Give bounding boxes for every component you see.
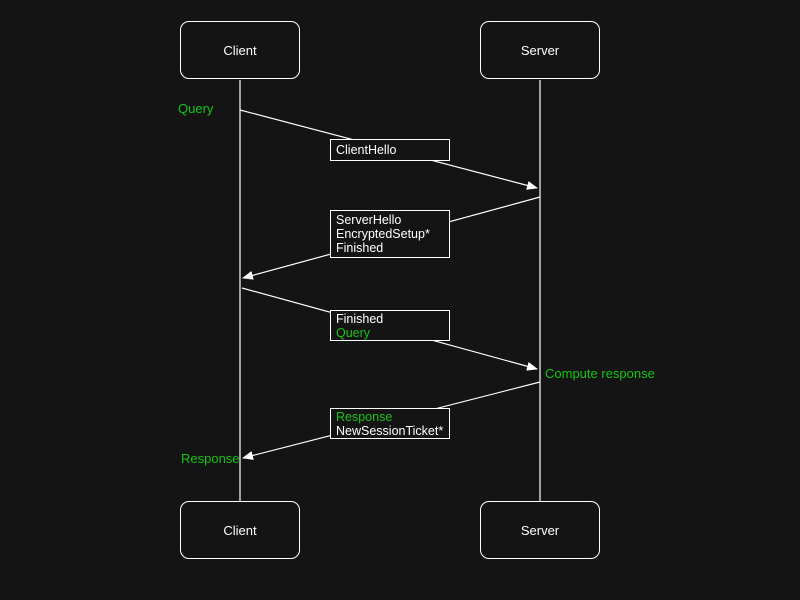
message-box-finished-query: Finished Query <box>330 310 450 341</box>
message-text: ServerHello <box>336 213 402 227</box>
message-box-clienthello: ClientHello <box>330 139 450 161</box>
actor-client-bottom: Client <box>180 501 300 559</box>
actor-server-bottom-label: Server <box>520 522 560 538</box>
actor-server-top: Server <box>480 21 600 79</box>
annotation-compute-response: Compute response <box>545 366 655 381</box>
message-text: EncryptedSetup* <box>336 227 430 241</box>
actor-server-bottom: Server <box>480 501 600 559</box>
message-box-serverhello: ServerHello EncryptedSetup* Finished <box>330 210 450 258</box>
actor-client-bottom-label: Client <box>223 522 257 538</box>
annotation-response: Response <box>181 451 240 466</box>
actor-client-top: Client <box>180 21 300 79</box>
actor-server-top-label: Server <box>520 42 560 58</box>
message-text: ClientHello <box>336 143 397 157</box>
message-text: NewSessionTicket* <box>336 423 444 438</box>
actor-client-top-label: Client <box>223 42 257 58</box>
annotation-query: Query <box>178 101 214 116</box>
message-text-green: Query <box>336 325 371 340</box>
message-text-green: Response <box>336 409 393 424</box>
message-text: Finished <box>336 241 384 255</box>
message-text: Finished <box>336 311 384 326</box>
message-box-response-ticket: Response NewSessionTicket* <box>330 408 450 439</box>
